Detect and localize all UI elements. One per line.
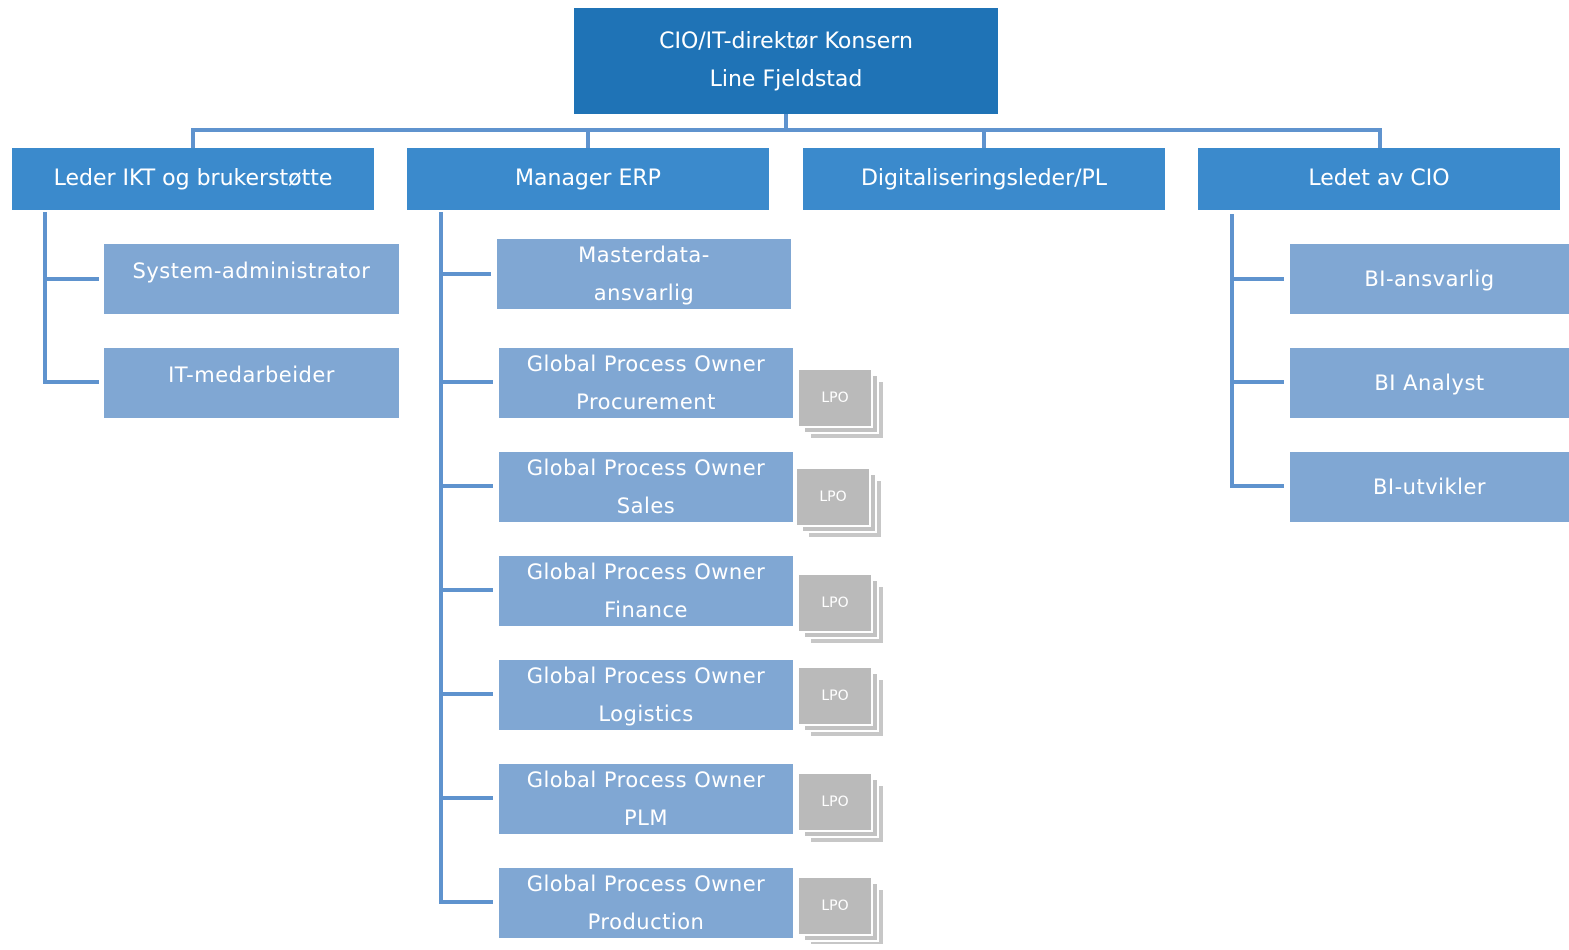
lpo-stack-procurement: LPO bbox=[797, 368, 889, 440]
lpo-label: LPO bbox=[819, 489, 847, 505]
lpo-label: LPO bbox=[821, 390, 849, 406]
manager-box-cio: Ledet av CIO bbox=[1198, 148, 1560, 210]
connector-ikt-2 bbox=[43, 380, 99, 384]
gpo-title: Global Process Owner bbox=[526, 456, 766, 480]
role-box-bi-ansvarlig: BI-ansvarlig bbox=[1290, 244, 1569, 314]
gpo-box-plm: Global Process Owner PLM bbox=[499, 764, 793, 834]
gpo-area: Sales bbox=[616, 494, 676, 518]
role-label: BI-utvikler bbox=[1372, 475, 1487, 499]
gpo-title: Global Process Owner bbox=[526, 768, 766, 792]
manager-box-ikt: Leder IKT og brukerstøtte bbox=[12, 148, 374, 210]
connector-erp-3 bbox=[439, 484, 493, 488]
gpo-title: Global Process Owner bbox=[526, 560, 766, 584]
gpo-box-finance: Global Process Owner Finance bbox=[499, 556, 793, 626]
lpo-label: LPO bbox=[821, 794, 849, 810]
lpo-label: LPO bbox=[821, 595, 849, 611]
role-box-it-medarbeider: IT-medarbeider bbox=[104, 348, 399, 418]
lpo-stack-logistics: LPO bbox=[797, 666, 889, 738]
lpo-stack-plm: LPO bbox=[797, 772, 889, 844]
lpo-stack-finance: LPO bbox=[797, 573, 889, 645]
role-label-line1: Masterdata- bbox=[578, 243, 710, 267]
role-label-line2: ansvarlig bbox=[593, 281, 695, 305]
connector-erp-2 bbox=[439, 380, 493, 384]
gpo-area: Production bbox=[587, 910, 705, 934]
connector-erp-7 bbox=[439, 900, 493, 904]
connector-erp-5 bbox=[439, 692, 493, 696]
gpo-area: Procurement bbox=[576, 390, 716, 414]
gpo-box-procurement: Global Process Owner Procurement bbox=[499, 348, 793, 418]
role-box-masterdata: Masterdata- ansvarlig bbox=[497, 239, 791, 309]
manager-box-erp: Manager ERP bbox=[407, 148, 769, 210]
connector-ikt-1 bbox=[43, 277, 99, 281]
manager-box-digital: Digitaliseringsleder/PL bbox=[803, 148, 1165, 210]
gpo-title: Global Process Owner bbox=[526, 872, 766, 896]
connector-cio-vertical bbox=[1230, 214, 1234, 488]
gpo-area: Finance bbox=[604, 598, 688, 622]
connector-cio-3 bbox=[1230, 484, 1284, 488]
gpo-title: Global Process Owner bbox=[526, 664, 766, 688]
role-box-system-administrator: System-administrator bbox=[104, 244, 399, 314]
cio-name: Line Fjeldstad bbox=[709, 67, 863, 92]
lpo-stack-sales: LPO bbox=[795, 467, 887, 539]
role-box-bi-analyst: BI Analyst bbox=[1290, 348, 1569, 418]
gpo-box-logistics: Global Process Owner Logistics bbox=[499, 660, 793, 730]
cio-box: CIO/IT-direktør Konsern Line Fjeldstad bbox=[574, 8, 998, 114]
connector-erp-6 bbox=[439, 796, 493, 800]
gpo-box-production: Global Process Owner Production bbox=[499, 868, 793, 938]
connector-erp-4 bbox=[439, 588, 493, 592]
role-label: IT-medarbeider bbox=[168, 363, 335, 387]
manager-label: Ledet av CIO bbox=[1308, 166, 1450, 191]
connector-erp-vertical bbox=[439, 212, 443, 904]
connector-drop-cio bbox=[1378, 128, 1382, 148]
connector-cio-1 bbox=[1230, 277, 1284, 281]
manager-label: Manager ERP bbox=[515, 166, 661, 191]
lpo-stack-production: LPO bbox=[797, 876, 889, 950]
connector-horizontal-bus bbox=[191, 128, 1382, 132]
role-label: BI Analyst bbox=[1374, 371, 1485, 395]
connector-drop-erp bbox=[586, 128, 590, 148]
connector-erp-1 bbox=[439, 272, 491, 276]
manager-label: Leder IKT og brukerstøtte bbox=[53, 166, 333, 191]
gpo-area: PLM bbox=[624, 806, 668, 830]
cio-title: CIO/IT-direktør Konsern bbox=[659, 29, 913, 54]
gpo-box-sales: Global Process Owner Sales bbox=[499, 452, 793, 522]
role-label: System-administrator bbox=[132, 259, 371, 283]
lpo-label: LPO bbox=[821, 688, 849, 704]
connector-drop-ikt bbox=[191, 128, 195, 148]
lpo-label: LPO bbox=[821, 898, 849, 914]
gpo-title: Global Process Owner bbox=[526, 352, 766, 376]
gpo-area: Logistics bbox=[598, 702, 694, 726]
manager-label: Digitaliseringsleder/PL bbox=[860, 166, 1108, 191]
connector-cio-2 bbox=[1230, 380, 1284, 384]
connector-top-down bbox=[784, 114, 788, 130]
role-box-bi-utvikler: BI-utvikler bbox=[1290, 452, 1569, 522]
connector-drop-digital bbox=[982, 128, 986, 148]
role-label: BI-ansvarlig bbox=[1364, 267, 1495, 291]
connector-ikt-vertical bbox=[43, 212, 47, 384]
